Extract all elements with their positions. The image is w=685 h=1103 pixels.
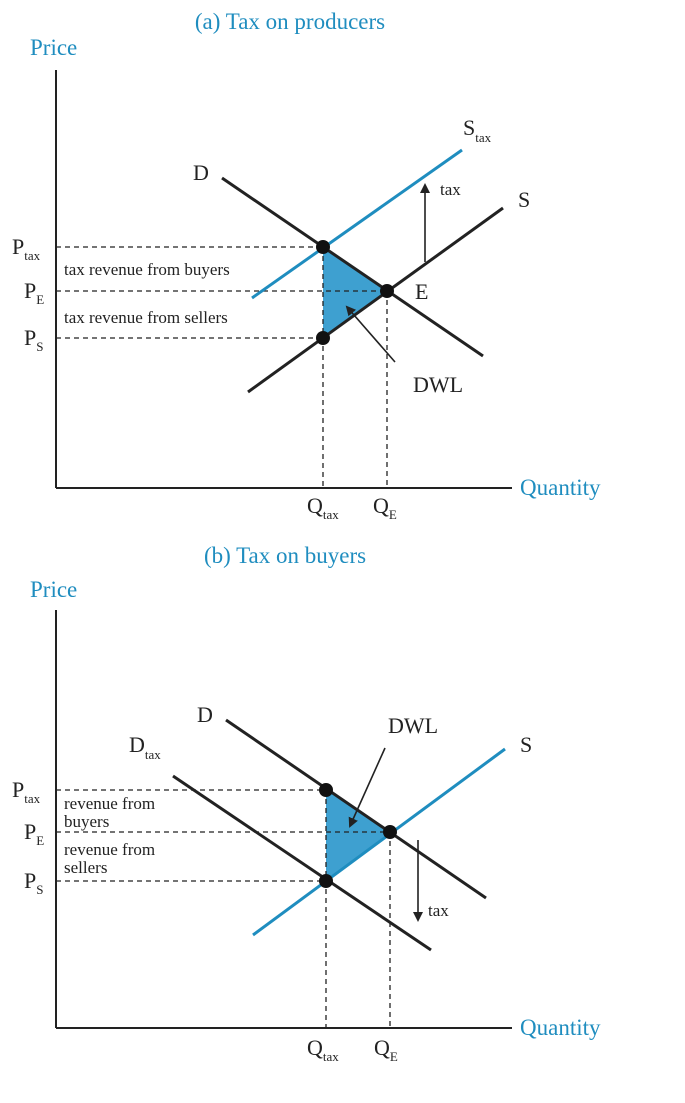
panel-a-dwl-label: DWL [413, 372, 463, 397]
panel-b-pe-label: PE [24, 819, 44, 848]
panel-a-buyers-revenue-note: tax revenue from buyers [64, 260, 230, 279]
panel-a-sellers-revenue-note: tax revenue from sellers [64, 308, 228, 327]
panel-b-buyers-revenue-note-line1: revenue from [64, 794, 155, 813]
panel-b-point-ptax [319, 783, 333, 797]
panel-b: (b) Tax on buyers Price Quantity tax DWL… [12, 543, 601, 1064]
panel-b-dwl-label: DWL [388, 713, 438, 738]
panel-b-taxed-demand-curve [172, 774, 432, 952]
panel-b-dwl-arrow [348, 747, 386, 828]
panel-a-ps-label: PS [24, 325, 43, 354]
panel-a-demand-label: D [193, 160, 209, 185]
panel-a-point-ps [316, 331, 330, 345]
panel-b-buyers-revenue-note-line2: buyers [64, 812, 109, 831]
panel-a-demand-curve [221, 176, 484, 358]
panel-a: (a) Tax on producers Price Quantity tax … [12, 9, 601, 522]
panel-a-dwl-arrow [345, 305, 396, 363]
panel-b-dwl-area [326, 790, 390, 881]
panel-a-equilibrium-label: E [415, 279, 428, 304]
panel-b-demand-label: D [197, 702, 213, 727]
panel-a-pe-label: PE [24, 278, 44, 307]
panel-a-taxed-supply-label: Stax [463, 115, 492, 145]
panel-a-taxed-supply-curve [251, 148, 463, 300]
panel-b-supply-curve [252, 747, 506, 937]
panel-a-qe-label: QE [373, 493, 397, 522]
panel-b-qe-label: QE [374, 1035, 398, 1064]
panel-b-sellers-revenue-note-line2: sellers [64, 858, 107, 877]
panel-a-ptax-label: Ptax [12, 234, 41, 263]
panel-a-qtax-label: Qtax [307, 493, 339, 522]
panel-b-demand-curve [225, 718, 487, 900]
panel-b-point-ps [319, 874, 333, 888]
panel-b-ptax-label: Ptax [12, 777, 41, 806]
panel-b-tax-shift-label: tax [428, 901, 449, 920]
panel-a-tax-shift-label: tax [440, 180, 461, 199]
panel-a-y-axis-label: Price [30, 35, 77, 60]
panel-b-title: (b) Tax on buyers [204, 543, 366, 568]
panel-a-dwl-area [323, 247, 387, 338]
panel-a-x-axis-label: Quantity [520, 475, 601, 500]
panel-b-x-axis-label: Quantity [520, 1015, 601, 1040]
panel-b-taxed-demand-label: Dtax [129, 732, 161, 762]
panel-a-title: (a) Tax on producers [195, 9, 385, 34]
panel-a-point-ptax [316, 240, 330, 254]
panel-b-supply-label: S [520, 732, 532, 757]
panel-a-supply-label: S [518, 187, 530, 212]
panel-b-ps-label: PS [24, 868, 43, 897]
panel-a-point-equilibrium [380, 284, 394, 298]
panel-b-point-equilibrium [383, 825, 397, 839]
panel-b-y-axis-label: Price [30, 577, 77, 602]
panel-b-qtax-label: Qtax [307, 1035, 339, 1064]
panel-a-supply-curve [247, 206, 504, 394]
panel-b-sellers-revenue-note-line1: revenue from [64, 840, 155, 859]
